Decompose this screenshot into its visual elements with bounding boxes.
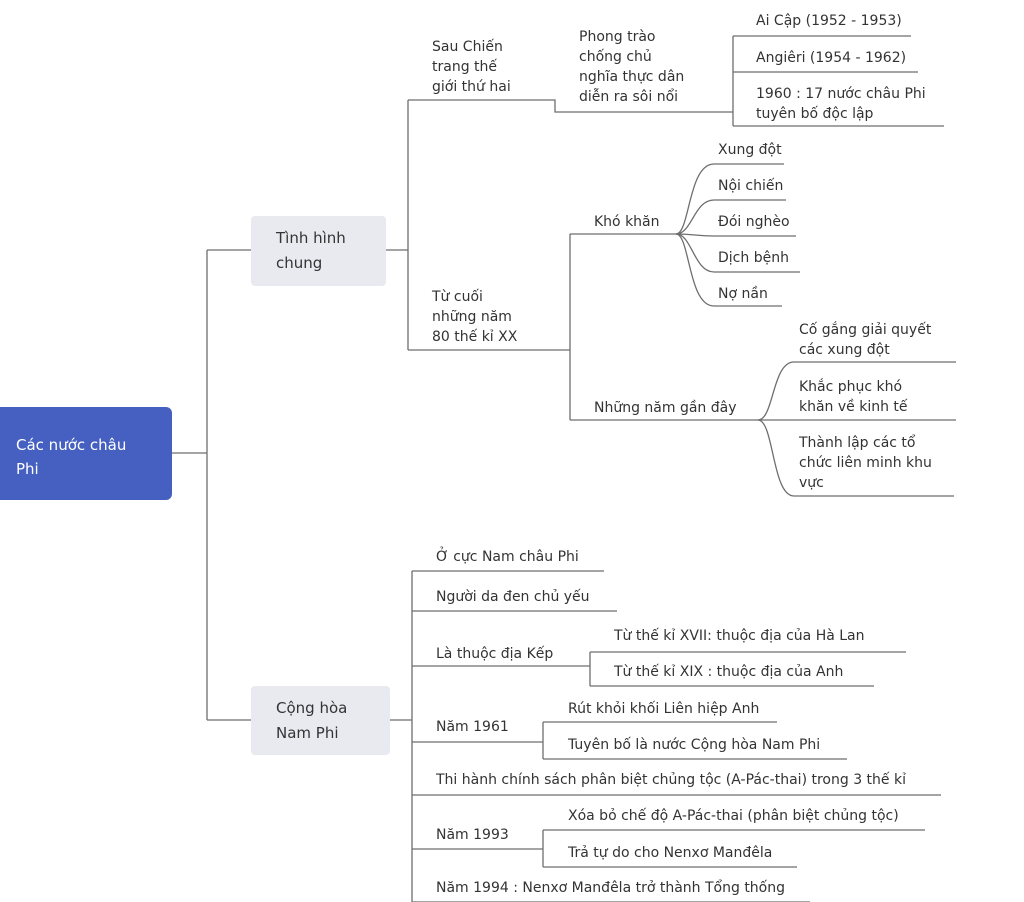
- node-apartheid[interactable]: Thi hành chính sách phân biệt chủng tộc …: [436, 772, 906, 788]
- branch-general-label: Tình hình chung: [276, 229, 346, 272]
- node-colony-dutch[interactable]: Từ thế kỉ XVII: thuộc địa của Hà Lan: [614, 628, 865, 644]
- root-label: Các nước châu Phi: [16, 436, 127, 478]
- node-recent-alliance[interactable]: Thành lập các tổ chức liên minh khu vực: [799, 435, 932, 491]
- node-movement[interactable]: Phong trào chống chủ nghĩa thực dân diễn…: [579, 29, 685, 105]
- node-difficulty-debt[interactable]: Nợ nần: [718, 286, 768, 302]
- node-difficulty-civil-war[interactable]: Nội chiến: [718, 178, 784, 194]
- node-1961[interactable]: Năm 1961: [436, 719, 509, 735]
- node-1994[interactable]: Năm 1994 : Nenxơ Manđêla trở thành Tổng …: [436, 880, 786, 896]
- branch-general[interactable]: Tình hình chung: [251, 216, 386, 286]
- node-1961-republic[interactable]: Tuyên bố là nước Cộng hòa Nam Phi: [568, 737, 821, 753]
- node-1993-abolish[interactable]: Xóa bỏ chế độ A-Pác-thai (phân biệt chủn…: [568, 808, 899, 824]
- node-recent-economy[interactable]: Khắc phục khó khăn về kinh tế: [799, 379, 908, 415]
- node-late80s[interactable]: Từ cuối những năm 80 thế kỉ XX: [432, 289, 518, 345]
- node-difficulty-conflict[interactable]: Xung đột: [718, 142, 782, 158]
- node-recent[interactable]: Những năm gần đây: [594, 400, 737, 416]
- node-people[interactable]: Người da đen chủ yếu: [436, 589, 590, 605]
- node-difficulty-poverty[interactable]: Đói nghèo: [718, 214, 790, 230]
- node-1993-release[interactable]: Trả tự do cho Nenxơ Manđêla: [568, 845, 773, 861]
- node-event-algeria[interactable]: Angiêri (1954 - 1962): [756, 50, 907, 66]
- node-difficulties[interactable]: Khó khăn: [594, 214, 660, 230]
- node-event-1960[interactable]: 1960 : 17 nước châu Phi tuyên bố độc lập: [756, 86, 926, 122]
- node-difficulty-epidemic[interactable]: Dịch bệnh: [718, 250, 789, 266]
- node-postwar[interactable]: Sau Chiến trang thế giới thứ hai: [432, 39, 511, 95]
- branch-south-africa[interactable]: Cộng hòa Nam Phi: [251, 686, 390, 755]
- node-1993[interactable]: Năm 1993: [436, 827, 509, 843]
- node-colony-british[interactable]: Từ thế kỉ XIX : thuộc địa của Anh: [614, 664, 844, 680]
- node-event-egypt[interactable]: Ai Cập (1952 - 1953): [756, 13, 902, 29]
- root-node[interactable]: Các nước châu Phi: [0, 407, 172, 500]
- node-colony[interactable]: Là thuộc địa Kếp: [436, 646, 554, 662]
- node-1961-withdraw[interactable]: Rút khỏi khối Liên hiệp Anh: [568, 701, 760, 717]
- branch-south-africa-label: Cộng hòa Nam Phi: [276, 699, 348, 742]
- node-recent-resolve[interactable]: Cố gắng giải quyết các xung đột: [799, 322, 932, 358]
- node-location[interactable]: Ở cực Nam châu Phi: [436, 549, 579, 565]
